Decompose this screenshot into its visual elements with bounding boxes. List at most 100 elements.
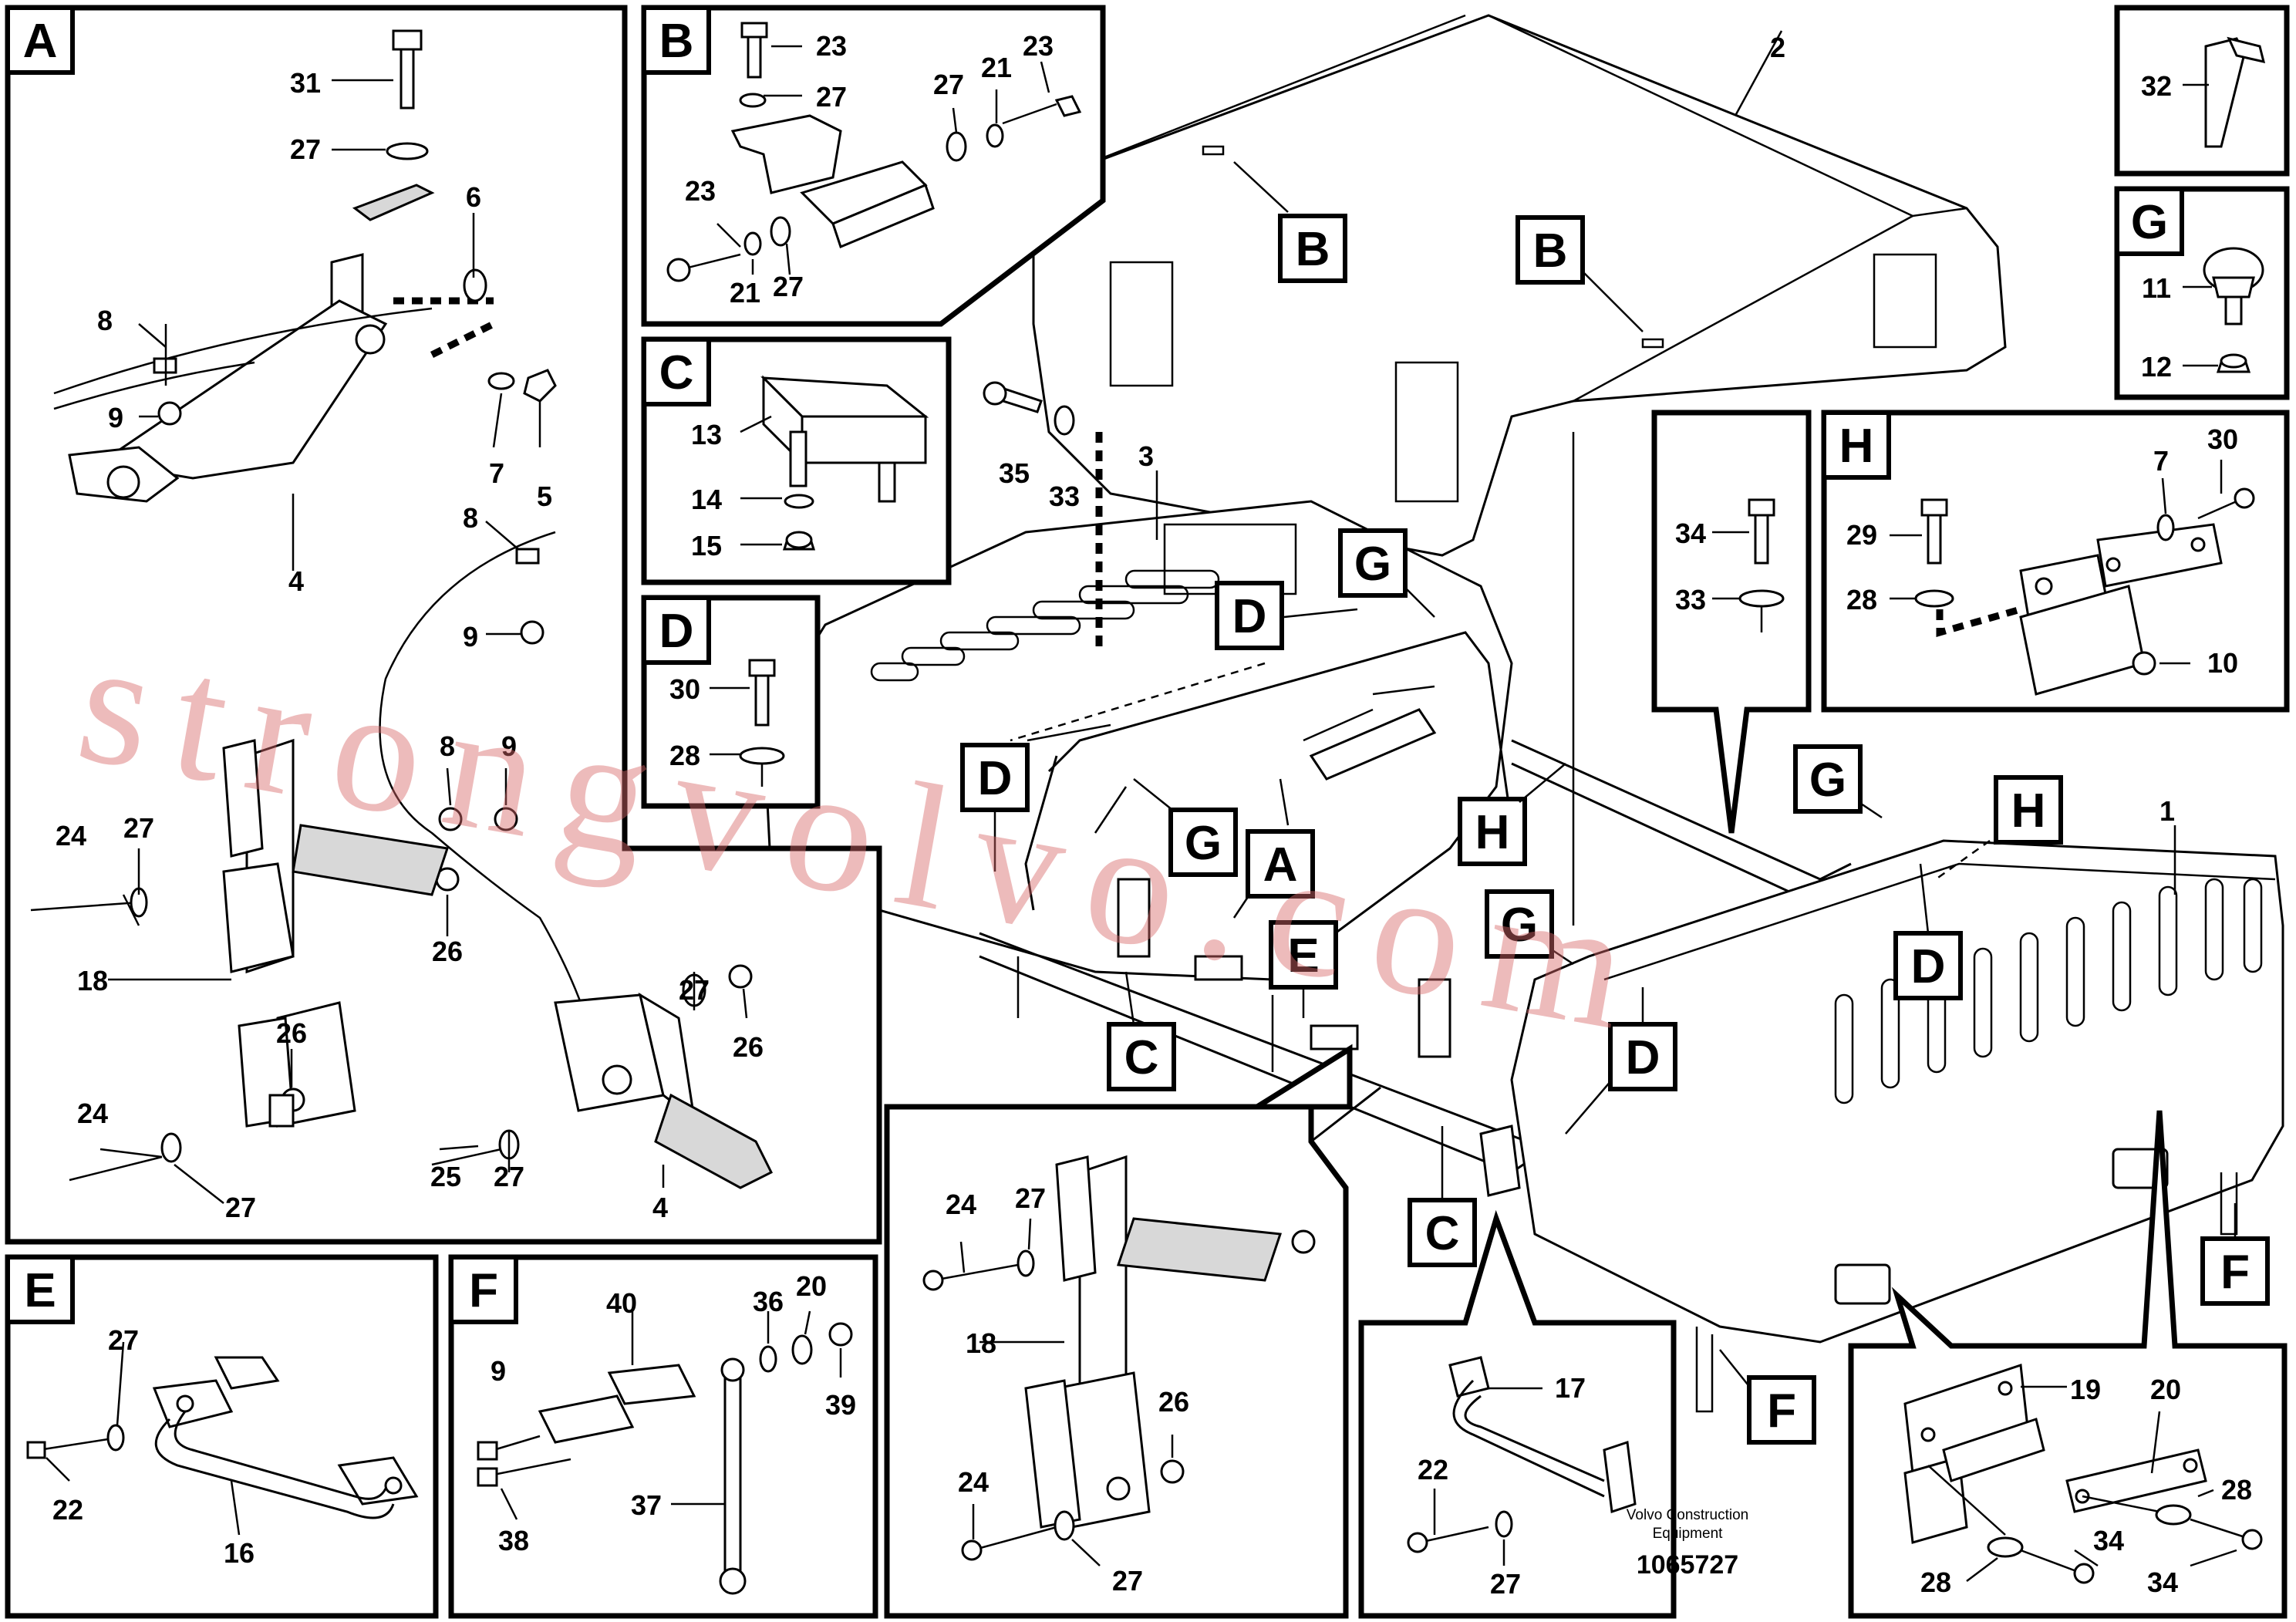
panel-hinge-detail: 19 20 28 34 28 34	[1848, 1110, 2288, 1619]
handle-part-27: 27	[1490, 1568, 1521, 1600]
callout-g-front: G	[1501, 899, 1538, 952]
panel-handle-detail: 17 22 27	[1358, 1209, 1677, 1619]
a-part-9-low: 9	[501, 730, 517, 762]
panel-g: G 11 12	[2114, 186, 2290, 400]
h-part-10: 10	[2207, 647, 2238, 679]
f-part-9: 9	[491, 1355, 506, 1387]
panel-label-b: B	[659, 15, 694, 68]
b-part-23-top: 23	[816, 30, 847, 62]
c-part-13: 13	[691, 419, 722, 450]
callout-g-top: G	[1354, 538, 1391, 591]
panel-c: C 13 14 15	[641, 336, 952, 585]
callout-a: A	[1263, 838, 1298, 892]
e-part-27: 27	[108, 1324, 139, 1356]
a-part-26-low: 26	[276, 1017, 307, 1049]
handle-part-22: 22	[1418, 1454, 1448, 1485]
main-assembly	[762, 14, 2284, 1413]
latch-part-24-low: 24	[958, 1466, 989, 1498]
front-grille-slots	[1834, 878, 2263, 1104]
panel-bolt-detail: 34 33	[1651, 410, 1812, 834]
panel-a: A	[5, 5, 882, 1245]
a-part-8-mid: 8	[463, 502, 478, 534]
callout-d-front: D	[1626, 1031, 1660, 1084]
callout-g-right: G	[1809, 754, 1846, 807]
hinge-part-34-mid: 34	[2093, 1525, 2124, 1556]
part-number-3: 3	[1138, 440, 1154, 472]
brand-line-2: Equipment	[1653, 1526, 1724, 1542]
a-part-24-top: 24	[56, 820, 86, 851]
h-part-30: 30	[2207, 423, 2238, 455]
a-part-25: 25	[430, 1161, 461, 1192]
a-part-4-top: 4	[288, 565, 304, 597]
a-part-27-top: 27	[290, 133, 321, 165]
panel-latch-detail: 24 27 18 26 24 27	[884, 1044, 1381, 1619]
h-part-28: 28	[1846, 584, 1877, 615]
panel-f: F 40 36 20 39 9 37 38	[448, 1254, 878, 1619]
b-part-21-left: 21	[730, 277, 760, 309]
hinge-part-34-right: 34	[2147, 1566, 2178, 1598]
latch-part-18: 18	[966, 1327, 996, 1359]
panel-label-h: H	[1839, 420, 1874, 473]
panel-b: B 23 27 27 21 23 23 21 27	[641, 5, 1106, 327]
a-part-26-switch: 26	[733, 1031, 764, 1063]
latch-part-27-low: 27	[1112, 1565, 1143, 1597]
a-part-8-low: 8	[440, 730, 455, 762]
hinge-part-20: 20	[2150, 1374, 2181, 1405]
panel-label-f: F	[469, 1264, 498, 1317]
callout-f-bottom: F	[1767, 1384, 1796, 1438]
panel-h: H 30 7 29 28 10	[1821, 410, 2290, 713]
a-part-27-switch-low: 27	[494, 1161, 524, 1192]
callout-e: E	[1287, 929, 1319, 983]
g-part-12: 12	[2141, 351, 2172, 383]
part-number-1: 1	[2159, 795, 2175, 827]
e-part-16: 16	[224, 1537, 255, 1569]
b-part-21-right: 21	[981, 52, 1012, 83]
callout-f-right: F	[2220, 1246, 2250, 1299]
main-callouts: B B D D D D G G G G A	[960, 32, 2270, 1445]
panel-e: E 27 22 16	[5, 1254, 439, 1619]
part-number-35-main: 35	[999, 457, 1030, 489]
a-part-18: 18	[77, 965, 108, 996]
b-part-27-left: 27	[773, 271, 804, 302]
part-number-33-main: 33	[1049, 481, 1080, 512]
panel-label-d: D	[659, 605, 694, 658]
callout-d-left: D	[978, 752, 1013, 805]
panel-label-a: A	[23, 15, 58, 68]
latch-part-26: 26	[1158, 1386, 1189, 1418]
hinge-part-19: 19	[2070, 1374, 2101, 1405]
a-part-5: 5	[537, 481, 552, 512]
a-part-8-top: 8	[97, 305, 113, 336]
a-part-7: 7	[489, 457, 504, 489]
panel-label-g: G	[2131, 196, 2168, 249]
b-part-23-right: 23	[1023, 30, 1054, 62]
pin-part-32: 32	[2141, 70, 2172, 102]
callout-d-cover: D	[1232, 590, 1267, 643]
a-part-9-mid: 9	[463, 621, 478, 653]
a-part-24-low: 24	[77, 1098, 108, 1129]
a-part-27-low: 27	[225, 1192, 256, 1223]
b-part-27-top: 27	[816, 81, 847, 113]
h-part-7: 7	[2153, 445, 2169, 477]
panel-pin-32: 32	[2114, 5, 2290, 177]
a-part-9-top: 9	[108, 402, 123, 433]
f-part-37: 37	[631, 1489, 662, 1521]
hinge-part-28-right: 28	[2221, 1474, 2252, 1506]
a-part-31: 31	[290, 67, 321, 99]
f-part-36: 36	[753, 1286, 784, 1317]
panel-d: D 30 28	[641, 595, 821, 809]
latch-part-24-top: 24	[946, 1189, 976, 1220]
callout-d-right: D	[1911, 940, 1946, 993]
c-part-14: 14	[691, 484, 722, 515]
e-part-22: 22	[52, 1494, 83, 1526]
handle-part-17: 17	[1555, 1372, 1586, 1404]
a-part-26-mid: 26	[432, 936, 463, 967]
bolt-part-34: 34	[1675, 518, 1706, 549]
panel-label-c: C	[659, 346, 694, 400]
f-part-40: 40	[606, 1287, 637, 1319]
part-number-2: 2	[1770, 32, 1785, 63]
callout-b-hood: B	[1296, 223, 1330, 276]
b-part-23-left: 23	[685, 175, 716, 207]
callout-c-left: C	[1124, 1031, 1159, 1084]
callout-b-hood-right: B	[1533, 224, 1568, 278]
